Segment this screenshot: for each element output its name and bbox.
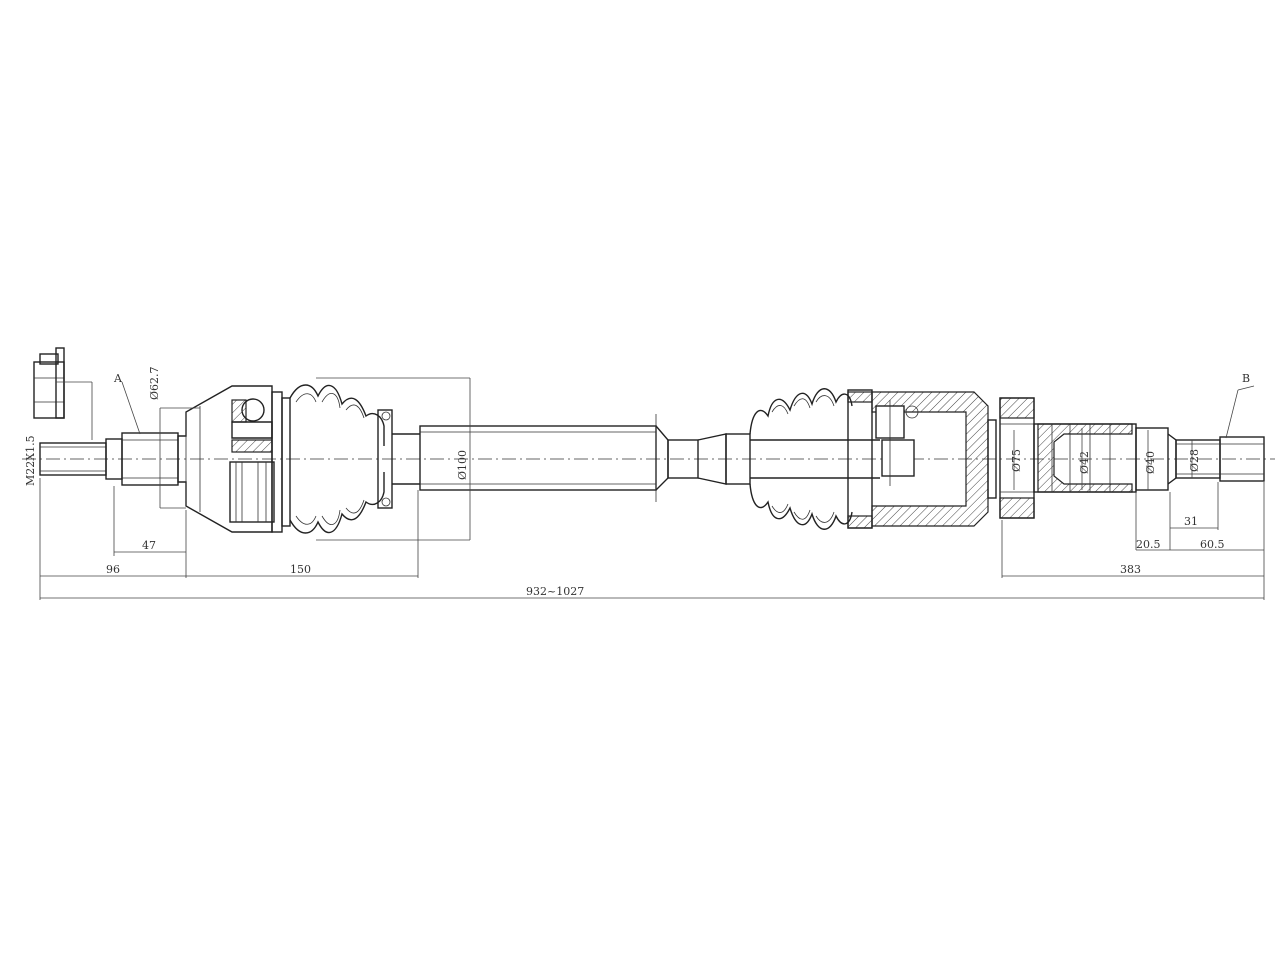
diameter-c-label: Ø75 <box>1010 449 1023 472</box>
dim-60-5-label: 60.5 <box>1200 538 1225 551</box>
inner-boot <box>749 388 880 530</box>
marker-a-label: A <box>113 372 123 385</box>
bearing-and-stub <box>999 397 1265 519</box>
dim-20-5-label: 20.5 <box>1136 538 1161 551</box>
dim-383-label: 383 <box>1120 563 1141 576</box>
intermediate-shaft <box>419 414 751 502</box>
inner-joint <box>847 389 997 529</box>
diameter-d-label: Ø42 <box>1078 451 1091 474</box>
dim-31-label: 31 <box>1184 515 1198 528</box>
dim-total-label: 932~1027 <box>526 585 584 598</box>
dim-47-label: 47 <box>142 539 156 552</box>
diameter-f-label: Ø28 <box>1188 449 1201 472</box>
marker-b-label: B <box>1242 372 1250 385</box>
diameter-e-label: Ø40 <box>1144 451 1157 474</box>
diameter-b-label: Ø100 <box>456 450 469 480</box>
dim-96-label: 96 <box>106 563 120 576</box>
dim-150-label: 150 <box>290 563 311 576</box>
thread-label: M22X1.5 <box>24 435 37 486</box>
dimension-lines <box>39 377 1265 600</box>
outer-joint <box>33 347 291 533</box>
diameter-a-label: Ø62.7 <box>148 366 161 400</box>
nut-icon <box>33 347 65 419</box>
outer-boot <box>289 384 420 534</box>
